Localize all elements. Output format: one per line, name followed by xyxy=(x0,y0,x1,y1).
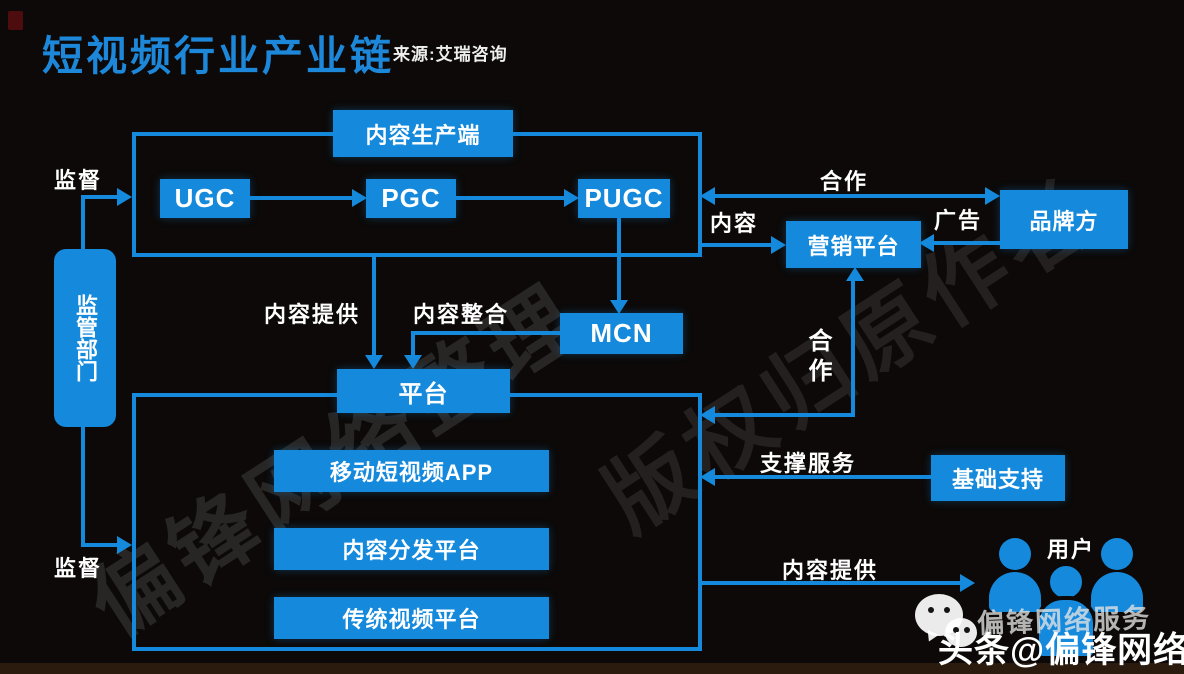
arrow-head xyxy=(117,536,132,554)
footer-strip xyxy=(0,663,1184,674)
arrow-head xyxy=(352,189,367,207)
arrow-head xyxy=(700,187,715,205)
marketing-node: 营销平台 xyxy=(786,221,921,268)
mcn-node: MCN xyxy=(560,313,683,354)
brand-node: 品牌方 xyxy=(1000,190,1128,249)
arrow-line xyxy=(411,331,560,335)
page-title: 短视频行业产业链 xyxy=(42,33,394,79)
arrow-head xyxy=(960,574,975,592)
wechat-icon xyxy=(915,590,987,654)
traditional-node: 传统视频平台 xyxy=(274,597,549,639)
wechat-small-bubble-icon xyxy=(945,618,977,647)
arrow-line xyxy=(933,241,1000,245)
users-group-icon xyxy=(985,530,1153,660)
arrow-head xyxy=(919,234,934,252)
arrow-line xyxy=(372,255,376,356)
distribution-node: 内容分发平台 xyxy=(274,528,549,570)
person-body-icon xyxy=(989,572,1041,612)
person-body-icon xyxy=(1035,596,1097,660)
footer-credit-watermark: 头条@偏锋网络 xyxy=(938,631,1184,670)
arrow-head xyxy=(985,187,1000,205)
arrow-line xyxy=(81,197,85,249)
platform-node: 平台 xyxy=(337,369,510,413)
pgc-node: PGC xyxy=(366,179,456,218)
arrow-head xyxy=(610,300,628,314)
person-head-icon xyxy=(999,538,1031,570)
arrow-head xyxy=(771,236,786,254)
arrow-line xyxy=(700,243,774,247)
arrow-head xyxy=(700,468,715,486)
support-service-label: 支撑服务 xyxy=(760,451,857,476)
source-label: 来源:艾瑞咨询 xyxy=(393,45,508,64)
arrow-line xyxy=(411,331,415,357)
arrow-head xyxy=(404,355,422,369)
arrow-line xyxy=(81,427,85,546)
person-body-icon xyxy=(1091,572,1143,612)
arrow-head xyxy=(365,355,383,369)
arrow-line xyxy=(712,194,988,198)
arrow-line xyxy=(700,581,962,585)
content-supply-mid-label: 内容提供 xyxy=(264,302,361,327)
arrow-line xyxy=(81,543,119,547)
arrow-line xyxy=(456,196,564,200)
arrow-head xyxy=(117,188,132,206)
arrow-line xyxy=(712,475,931,479)
arrow-head xyxy=(846,267,864,281)
arrow-head xyxy=(700,406,715,424)
person-head-icon xyxy=(1101,538,1133,570)
mobile-app-node: 移动短视频APP xyxy=(274,450,549,492)
supervise-top-label: 监督 xyxy=(54,168,103,193)
arrow-line xyxy=(712,413,855,417)
content-integration-label: 内容整合 xyxy=(413,302,510,327)
ugc-node: UGC xyxy=(160,179,250,218)
users-label: 用户 xyxy=(1047,537,1096,562)
arrow-line xyxy=(81,195,119,199)
arrow-line xyxy=(250,196,352,200)
basic-support-node: 基础支持 xyxy=(931,455,1065,501)
cooperate-right-label: 合作 xyxy=(804,328,831,388)
ad-label: 广告 xyxy=(934,208,983,233)
content-label: 内容 xyxy=(710,211,759,236)
pugc-node: PUGC xyxy=(578,179,670,218)
arrow-line xyxy=(617,218,621,301)
content-supply-bottom-label: 内容提供 xyxy=(782,558,879,583)
regulator-node: 监管部门 xyxy=(54,249,116,427)
content-production-node: 内容生产端 xyxy=(333,110,513,157)
supervise-bottom-label: 监督 xyxy=(54,556,103,581)
red-corner-mark xyxy=(8,11,23,30)
arrow-head xyxy=(564,189,579,207)
arrow-line xyxy=(851,280,855,417)
cooperate-top-label: 合作 xyxy=(820,169,869,194)
